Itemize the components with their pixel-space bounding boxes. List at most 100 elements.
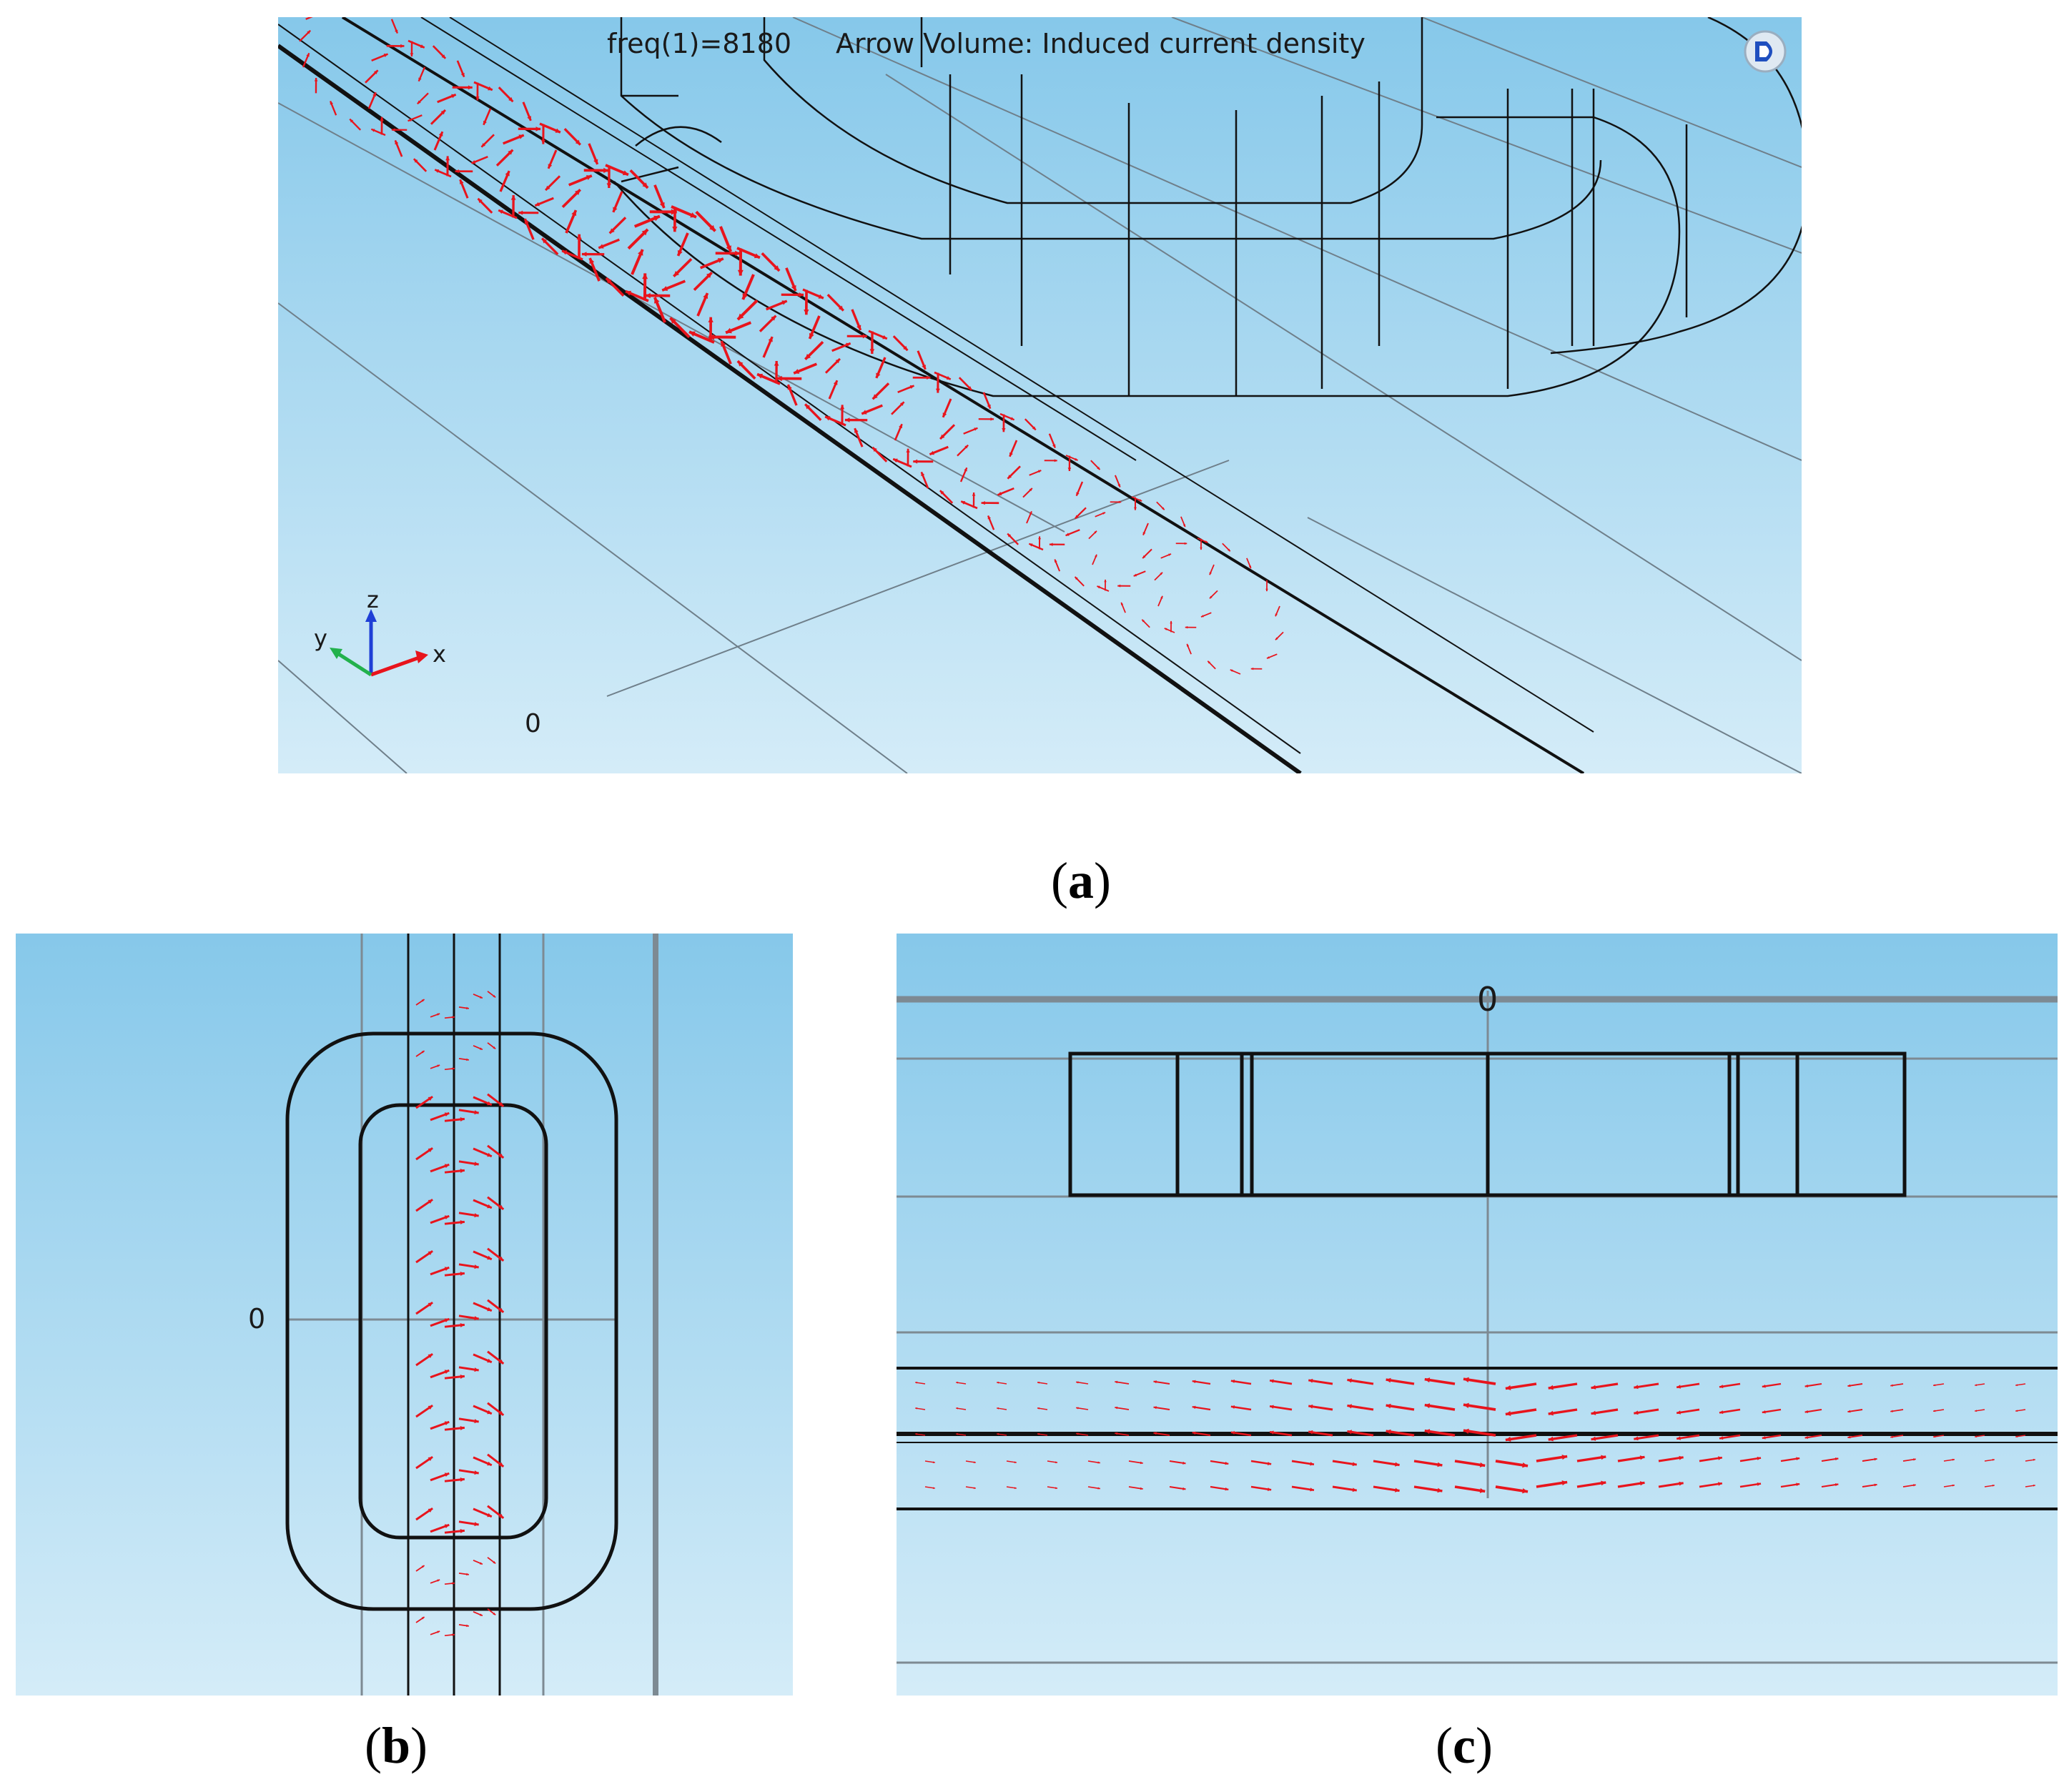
current-arrow-head xyxy=(1548,1436,1554,1442)
current-arrow-head xyxy=(498,1256,504,1261)
current-arrow xyxy=(305,17,313,20)
current-arrow xyxy=(1424,1377,1456,1385)
current-arrow-head xyxy=(1975,1435,1977,1438)
current-arrow-head xyxy=(1140,1461,1143,1465)
current-arrow-head xyxy=(717,258,724,263)
current-arrow-head xyxy=(1757,1456,1762,1460)
current-arrow-head xyxy=(1168,553,1172,556)
current-arrow-head xyxy=(940,434,945,440)
current-arrow-head xyxy=(441,54,446,59)
current-arrow-head xyxy=(1037,1407,1040,1410)
current-arrow-head xyxy=(1601,1480,1606,1486)
current-arrow xyxy=(1463,1377,1496,1385)
current-arrow-head xyxy=(861,410,867,415)
current-arrow-head xyxy=(990,417,994,421)
current-arrow-head xyxy=(460,1271,465,1276)
current-arrow-head xyxy=(1164,628,1167,630)
current-arrow xyxy=(1634,1382,1659,1389)
current-arrow-head xyxy=(737,313,744,320)
current-arrow-head xyxy=(603,167,609,174)
current-arrow-head xyxy=(1270,1405,1274,1409)
current-arrow-head xyxy=(421,999,425,1002)
current-arrow-head xyxy=(1522,1487,1529,1494)
current-arrow-head xyxy=(1890,1384,1893,1387)
current-arrow xyxy=(1548,1382,1578,1390)
current-arrow-head xyxy=(721,341,726,347)
current-arrow-head xyxy=(1049,543,1053,546)
current-arrow-head xyxy=(437,1579,440,1582)
current-arrow-head xyxy=(372,92,377,97)
current-arrow-head xyxy=(314,78,318,81)
current-arrow-head xyxy=(2015,1410,2018,1412)
current-arrow-head xyxy=(1847,1410,1851,1413)
panel-b-coil-outline xyxy=(285,1031,618,1611)
current-arrow-head xyxy=(1505,1436,1511,1442)
current-arrow-head xyxy=(1719,1385,1724,1389)
current-arrow-head xyxy=(1835,1457,1839,1461)
current-arrow-head xyxy=(527,116,531,121)
current-arrow-head xyxy=(956,1407,959,1410)
current-arrow-head xyxy=(1160,595,1163,599)
current-arrow-head xyxy=(480,996,483,999)
current-arrow-head xyxy=(840,405,845,410)
current-arrow-head xyxy=(1014,1461,1017,1464)
current-arrow-head xyxy=(997,1432,999,1435)
current-arrow-head xyxy=(922,365,926,370)
current-arrow xyxy=(1413,1485,1443,1492)
current-arrow-head xyxy=(997,1407,999,1410)
current-arrow-head xyxy=(487,1255,492,1260)
current-arrow-head xyxy=(809,332,814,339)
current-arrow-head xyxy=(1347,1404,1352,1409)
current-arrow-head xyxy=(421,1617,425,1620)
current-arrow-head xyxy=(460,1219,465,1224)
current-arrow-head xyxy=(498,1204,504,1209)
current-arrow xyxy=(1413,1460,1443,1467)
current-arrow-head xyxy=(1200,547,1203,550)
current-arrow-head xyxy=(1718,1482,1722,1486)
current-arrow-head xyxy=(791,284,796,291)
current-arrow-head xyxy=(1352,1462,1357,1467)
current-arrow-head xyxy=(1250,667,1254,670)
current-arrow-head xyxy=(373,70,378,74)
current-arrow-head xyxy=(474,1316,479,1321)
current-arrow-head xyxy=(1054,559,1057,563)
current-arrow-head xyxy=(1065,533,1070,536)
current-arrow-head xyxy=(677,249,683,256)
current-arrow-head xyxy=(653,215,660,222)
current-arrow-head xyxy=(586,175,592,180)
current-arrow-head xyxy=(487,1101,492,1106)
current-arrow-head xyxy=(576,234,582,239)
current-arrow xyxy=(1424,1429,1456,1437)
current-arrow-head xyxy=(1639,1455,1645,1460)
current-arrow-head xyxy=(418,77,422,81)
current-arrow-head xyxy=(505,171,510,177)
current-arrow-head xyxy=(487,1410,492,1415)
current-arrow-head xyxy=(1117,484,1121,487)
current-arrow-head xyxy=(1185,625,1188,629)
panel-c-origin-label: 0 xyxy=(1477,980,1498,1019)
current-arrow-head xyxy=(1386,1429,1391,1435)
current-arrow-head xyxy=(671,209,677,215)
current-arrow-head xyxy=(474,1367,479,1372)
current-arrow-head xyxy=(893,458,898,463)
current-arrow-head xyxy=(498,1513,504,1518)
current-arrow-head xyxy=(487,1152,492,1157)
current-arrow-head xyxy=(383,54,388,57)
current-arrow-head xyxy=(480,1047,483,1050)
current-arrow-head xyxy=(909,385,914,389)
panel-b-conductor-edges xyxy=(407,934,501,1696)
current-arrow xyxy=(1634,1408,1659,1415)
current-arrow-head xyxy=(1182,1487,1186,1490)
current-arrow-head xyxy=(882,335,887,340)
current-arrow-head xyxy=(1037,470,1042,473)
current-arrow xyxy=(1463,1403,1496,1411)
current-arrow-head xyxy=(737,269,744,276)
current-arrow xyxy=(1576,1481,1606,1488)
current-arrow-head xyxy=(524,219,529,224)
current-arrow-head xyxy=(1055,1487,1058,1490)
current-arrow-head xyxy=(771,315,776,321)
current-arrow-head xyxy=(1310,1487,1314,1492)
current-arrow xyxy=(1495,1485,1529,1493)
current-arrow-head xyxy=(474,1470,479,1475)
current-arrow-head xyxy=(1230,1405,1235,1409)
